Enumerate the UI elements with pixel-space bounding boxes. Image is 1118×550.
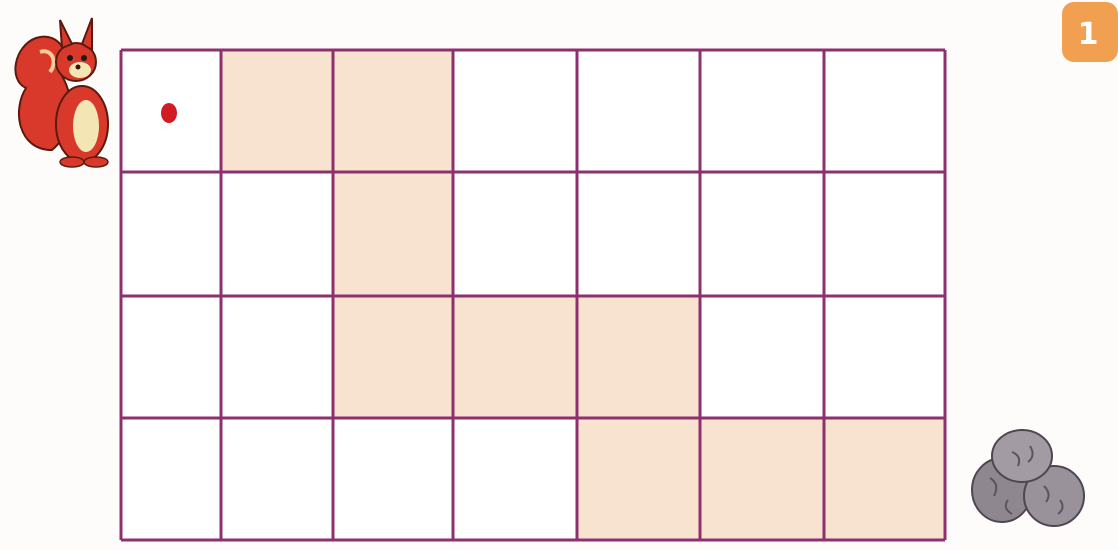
grid-cell bbox=[700, 172, 824, 296]
grid-cell bbox=[453, 172, 577, 296]
squirrel-icon bbox=[15, 18, 108, 167]
grid-cell-shaded bbox=[333, 50, 453, 172]
grid-cell bbox=[333, 418, 453, 540]
grid-cell-shaded bbox=[453, 296, 577, 418]
page-badge: 1 bbox=[1062, 2, 1118, 62]
start-marker-layer bbox=[161, 103, 177, 123]
grid-cell-shaded bbox=[824, 418, 945, 540]
grid-cell bbox=[824, 296, 945, 418]
grid-cell-shaded bbox=[333, 172, 453, 296]
grid-cell bbox=[221, 172, 333, 296]
start-dot bbox=[161, 103, 177, 123]
grid-cell bbox=[700, 50, 824, 172]
grid-cell bbox=[453, 418, 577, 540]
grid-cell bbox=[824, 50, 945, 172]
grid-cell bbox=[577, 172, 700, 296]
walnuts-icon bbox=[972, 430, 1084, 526]
grid-cell-shaded bbox=[577, 418, 700, 540]
grid-cell bbox=[121, 296, 221, 418]
grid-cell-shaded bbox=[333, 296, 453, 418]
grid-cell-shaded bbox=[577, 296, 700, 418]
grid-cell bbox=[824, 172, 945, 296]
grid-cell-shaded bbox=[700, 418, 824, 540]
grid-cell bbox=[221, 296, 333, 418]
grid-cell-shaded bbox=[221, 50, 333, 172]
grid-cell bbox=[121, 172, 221, 296]
grid-cell bbox=[453, 50, 577, 172]
grid-cell bbox=[121, 418, 221, 540]
grid-cell bbox=[700, 296, 824, 418]
grid-cell bbox=[577, 50, 700, 172]
page-badge-label: 1 bbox=[1078, 17, 1099, 52]
grid-cell bbox=[221, 418, 333, 540]
